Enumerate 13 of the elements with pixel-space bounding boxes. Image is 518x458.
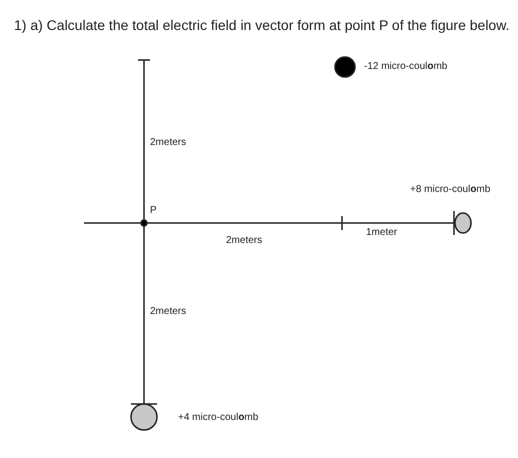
distance-label: 2meters xyxy=(150,306,186,318)
positive-charge xyxy=(130,403,158,431)
negative-charge xyxy=(334,56,356,78)
charge-label: +8 micro-coulomb xyxy=(410,184,490,196)
distance-label: 2meters xyxy=(150,137,186,149)
charge-label: -12 micro-coulomb xyxy=(364,61,448,73)
charge-label: P xyxy=(150,205,157,217)
charge-label: +4 micro-coulomb xyxy=(178,412,258,424)
question-text: 1) a) Calculate the total electric field in vector form at point P of the figure below. xyxy=(14,17,510,33)
point-dot xyxy=(140,219,148,227)
distance-label: 1meter xyxy=(366,227,398,239)
positive-charge xyxy=(454,212,472,234)
distance-label: 2meters xyxy=(226,235,262,247)
